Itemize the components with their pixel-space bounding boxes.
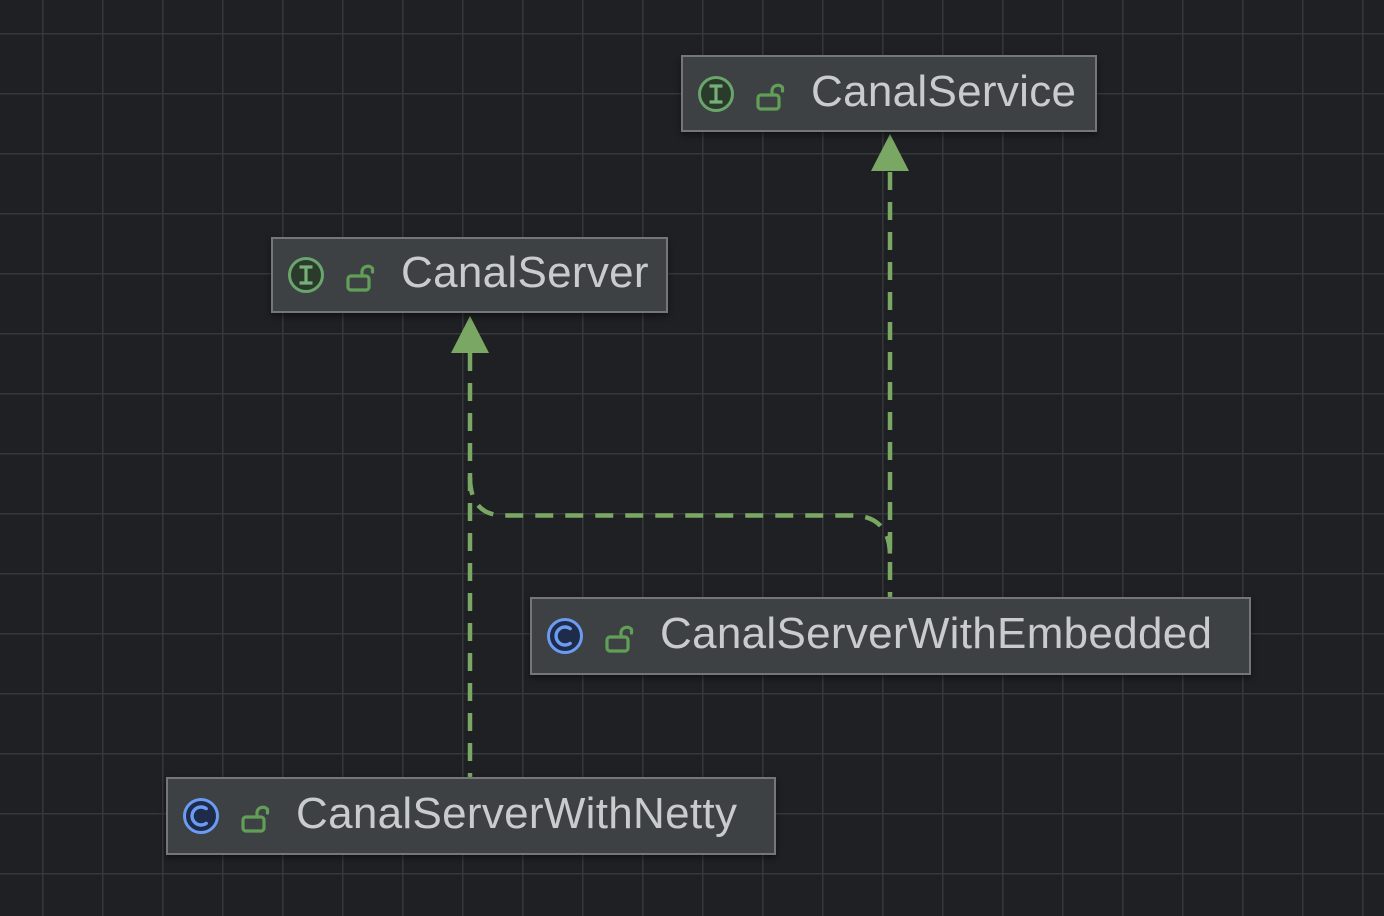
node-label: CanalServerWithEmbedded — [660, 609, 1213, 658]
unlocked-icon — [756, 83, 785, 111]
node-label: CanalService — [811, 66, 1077, 116]
arrowhead-implements-service — [871, 134, 909, 171]
unlocked-icon — [605, 625, 634, 653]
unlocked-icon — [241, 805, 270, 833]
uml-node-canal-service[interactable]: CanalService — [681, 55, 1097, 132]
class-icon — [547, 618, 583, 654]
class-icon — [183, 798, 219, 834]
uml-node-canal-server-with-embedded[interactable]: CanalServerWithEmbedded — [530, 597, 1251, 675]
uml-node-canal-server[interactable]: CanalServer — [271, 237, 668, 313]
arrowhead-implements-server — [451, 316, 489, 353]
edge-embedded-implements-server[interactable] — [467, 476, 893, 557]
unlocked-icon — [346, 264, 375, 292]
node-label: CanalServerWithNetty — [296, 789, 738, 838]
interface-icon — [698, 75, 734, 112]
uml-node-canal-server-with-netty[interactable]: CanalServerWithNetty — [166, 777, 776, 855]
interface-icon — [288, 257, 324, 293]
node-label: CanalServer — [401, 248, 649, 297]
